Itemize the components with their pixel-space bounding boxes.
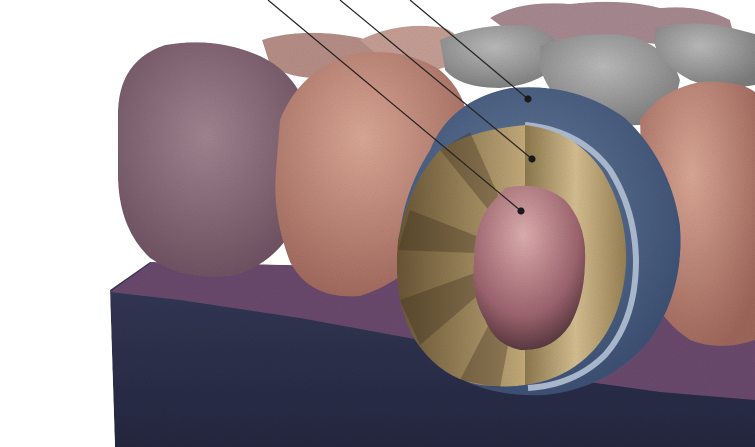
inner-core xyxy=(473,186,585,350)
callout-dot-inner-core xyxy=(517,207,524,214)
callout-dot-middle-layer xyxy=(528,155,535,162)
callout-dot-outer-layer xyxy=(524,95,531,102)
sectioned-sphere xyxy=(397,87,681,395)
